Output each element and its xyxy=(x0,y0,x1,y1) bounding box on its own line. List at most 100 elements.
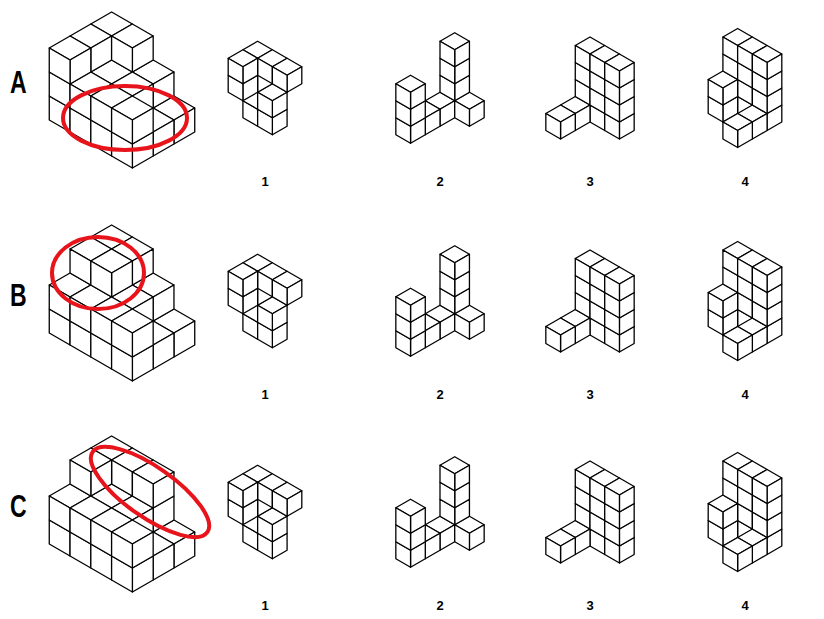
cube-face xyxy=(70,508,91,544)
option-number: 1 xyxy=(261,175,268,188)
cube-face xyxy=(723,122,738,148)
cube-face xyxy=(752,267,767,293)
cube-face xyxy=(575,105,590,131)
cube-face xyxy=(752,327,767,353)
cube-face xyxy=(752,114,767,140)
cube-figure xyxy=(228,465,302,559)
cube-face xyxy=(411,84,426,110)
cube-face xyxy=(738,470,753,496)
cube-face xyxy=(112,261,133,297)
cube-face xyxy=(575,46,590,72)
cube-face xyxy=(708,504,723,530)
cube-face xyxy=(411,297,426,323)
cube-face xyxy=(575,529,590,555)
cube-face xyxy=(440,314,455,340)
cube-face xyxy=(723,250,738,276)
cube-face xyxy=(287,491,302,517)
cube-face xyxy=(605,63,620,89)
cube-face xyxy=(546,114,561,140)
cube-face xyxy=(619,487,634,513)
cube-face xyxy=(153,544,174,580)
cube-face xyxy=(91,36,112,72)
highlight-ellipse xyxy=(63,86,187,150)
option-number: 1 xyxy=(261,599,268,612)
cube-face xyxy=(112,460,133,496)
cube-face xyxy=(258,482,273,508)
cube-face xyxy=(469,101,484,127)
cube-face xyxy=(752,538,767,564)
cube-face xyxy=(590,54,605,80)
option-number: 4 xyxy=(741,599,748,612)
cube-face xyxy=(70,460,91,496)
cube-face xyxy=(440,101,455,127)
cube-face xyxy=(49,496,70,532)
cube-face xyxy=(425,322,440,348)
cube-face xyxy=(132,472,153,508)
cube-face xyxy=(469,314,484,340)
highlight-ellipse xyxy=(78,431,221,552)
cube-face xyxy=(112,36,133,72)
cube-face xyxy=(440,465,455,491)
cube-face xyxy=(723,546,738,572)
cube-face xyxy=(287,280,302,306)
cube-figure xyxy=(228,41,302,135)
row-letter: C xyxy=(10,490,27,522)
cube-figure xyxy=(396,457,484,568)
cube-face xyxy=(396,297,411,323)
cube-face xyxy=(561,538,576,564)
cube-face xyxy=(70,249,91,285)
cube-face xyxy=(605,276,620,302)
cube-face xyxy=(723,80,738,106)
cube-face xyxy=(738,259,753,285)
cube-face xyxy=(272,491,287,517)
cube-figure xyxy=(49,225,194,381)
cube-face xyxy=(752,478,767,504)
cube-face xyxy=(272,305,287,331)
option-number: 4 xyxy=(741,175,748,188)
option-number: 3 xyxy=(586,599,593,612)
cube-face xyxy=(396,508,411,534)
cube-face xyxy=(258,58,273,84)
cube-face xyxy=(132,532,153,568)
cube-face xyxy=(738,335,753,361)
cube-face xyxy=(455,314,470,340)
cube-figure xyxy=(396,246,484,357)
cube-face xyxy=(619,63,634,89)
cube-figure xyxy=(49,436,194,592)
option-number: 1 xyxy=(261,388,268,401)
cube-face xyxy=(723,504,738,530)
cube-face xyxy=(440,254,455,280)
cube-face xyxy=(708,80,723,106)
cube-face xyxy=(258,305,273,331)
option-number: 3 xyxy=(586,388,593,401)
cube-face xyxy=(112,532,133,568)
cube-face xyxy=(425,533,440,559)
cube-face xyxy=(708,293,723,319)
cube-figure xyxy=(546,37,634,139)
cube-face xyxy=(546,327,561,353)
cube-face xyxy=(440,41,455,67)
cube-face xyxy=(590,267,605,293)
cube-face xyxy=(243,58,258,84)
cube-face xyxy=(258,516,273,542)
cube-face xyxy=(455,465,470,491)
cube-face xyxy=(455,41,470,67)
option-number: 4 xyxy=(741,388,748,401)
cube-face xyxy=(590,478,605,504)
cube-face xyxy=(411,508,426,534)
cube-face xyxy=(91,520,112,556)
cube-face xyxy=(752,54,767,80)
cube-face xyxy=(49,48,70,84)
cube-face xyxy=(723,293,738,319)
cube-figure xyxy=(546,250,634,352)
cube-face xyxy=(396,84,411,110)
cube-face xyxy=(455,101,470,127)
cube-figure xyxy=(546,461,634,563)
cube-face xyxy=(132,36,153,72)
cube-face xyxy=(258,92,273,118)
cube-face xyxy=(228,58,243,84)
cube-face xyxy=(112,321,133,357)
cube-face xyxy=(91,309,112,345)
cube-figure xyxy=(708,29,782,148)
